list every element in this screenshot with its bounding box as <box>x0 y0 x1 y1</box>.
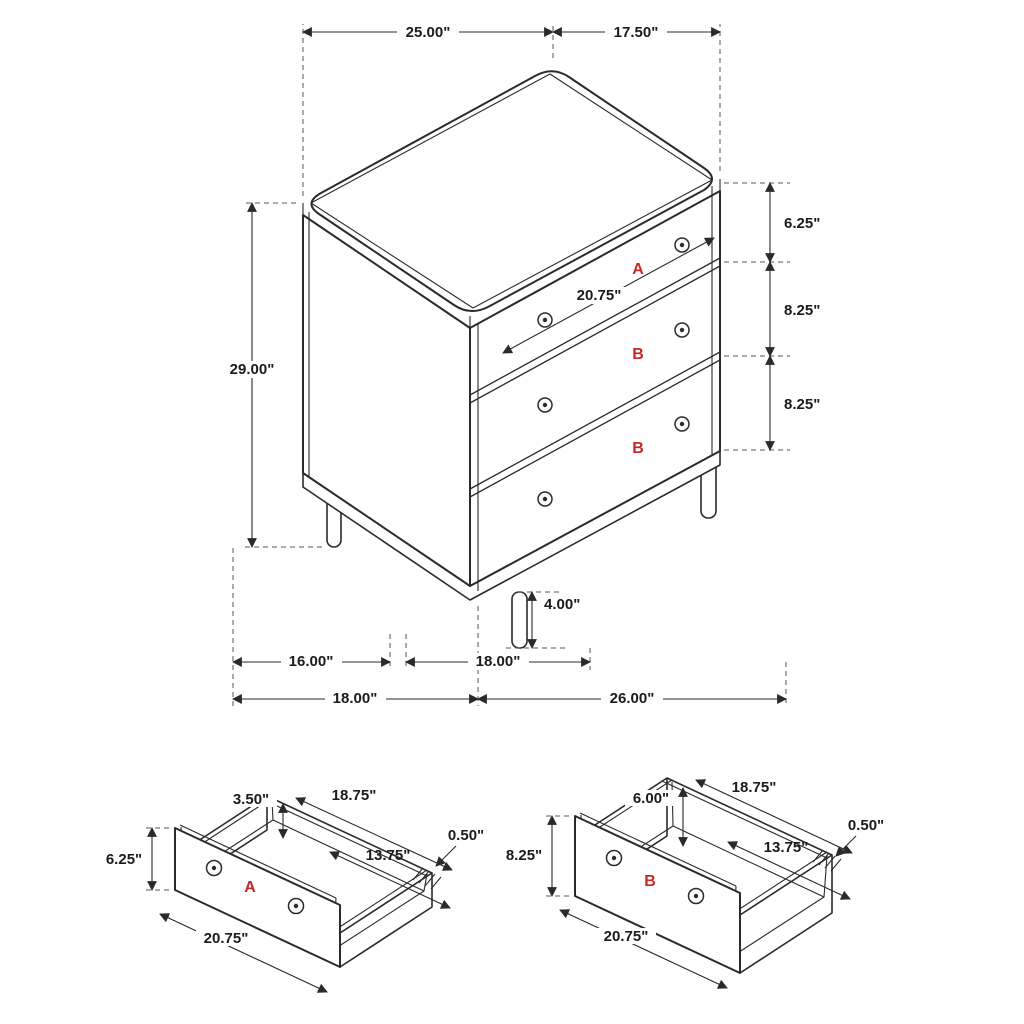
drawer-knob <box>537 491 553 507</box>
dim-label-bg <box>221 361 283 378</box>
dim-drawer-face-width: 20.75" <box>577 287 622 304</box>
dim-top-depth: 17.50" <box>614 24 659 41</box>
dim-label-bg <box>625 790 677 806</box>
drawer-b-detail-view: B 6.00" 18.75" 0.50" 13.75" 8.25" 20.75" <box>506 777 884 989</box>
dim-label-bg <box>596 928 656 944</box>
dim-leg-height: 4.00" <box>544 596 580 613</box>
dim-a-thickness-leader <box>435 845 457 867</box>
chest-front-leg <box>511 591 528 649</box>
dim-b-inner-depth-line <box>727 841 851 900</box>
dim-b-back-height: 6.00" <box>633 790 669 807</box>
dim-label-bg <box>325 690 386 707</box>
dim-drawer-b1-height: 8.25" <box>784 302 820 319</box>
dim-b-inner-depth: 13.75" <box>764 839 809 856</box>
drawer-knob <box>687 887 705 905</box>
dim-label-bg <box>225 791 277 807</box>
drawer-a-detail-view: A 3.50" 18.75" 0.50" 13.75" 6.25" 20.75" <box>106 787 484 993</box>
chest-top-surface <box>310 70 713 312</box>
drawer-knob <box>537 312 553 328</box>
dim-a-thickness: 0.50" <box>448 827 484 844</box>
drawer-a-front-panel <box>174 827 341 968</box>
dim-label-bg <box>601 690 663 707</box>
dim-a-outer-width-line <box>159 913 328 993</box>
dim-drawer-a-height: 6.25" <box>784 215 820 232</box>
dim-drawer-b2-height: 8.25" <box>784 396 820 413</box>
chest-main-view: A B B 25.00" 17.50" 6.25" 8.25" 8.25" 29… <box>221 24 820 707</box>
dim-b-outer-width: 20.75" <box>604 928 649 945</box>
dim-label-bg <box>468 653 529 670</box>
drawer-knob <box>537 397 553 413</box>
dim-base-front-span: 18.00" <box>476 653 521 670</box>
drawer-label-bottom: B <box>632 440 644 457</box>
dim-top-width: 25.00" <box>406 24 451 41</box>
drawer-a-right-side <box>339 872 433 968</box>
dim-b-thickness: 0.50" <box>848 817 884 834</box>
extension-lines-right <box>724 182 790 451</box>
extension-lines-leg <box>506 591 568 649</box>
dim-label-bg <box>605 24 667 41</box>
dim-label-bg <box>281 653 342 670</box>
drawer-label-top: A <box>632 261 644 278</box>
dim-base-side-span: 16.00" <box>289 653 334 670</box>
dim-label-bg <box>397 24 459 41</box>
chest-top-surface-inner-edge <box>310 73 713 309</box>
dim-a-outer-width: 20.75" <box>204 930 249 947</box>
drawer-knob <box>287 897 305 915</box>
drawer-b-label: B <box>644 873 656 890</box>
dim-b-inner-width-line <box>695 779 853 854</box>
drawer-label-middle: B <box>632 346 644 363</box>
chest-top-slab-edges <box>302 179 721 328</box>
extension-lines-b-front <box>546 815 572 897</box>
dim-overall-height: 29.00" <box>230 361 275 378</box>
dim-a-inner-depth-line <box>329 851 451 909</box>
drawer-a-label: A <box>244 879 256 896</box>
dim-b-thickness-leader <box>835 835 857 857</box>
dim-b-front-height: 8.25" <box>506 847 542 864</box>
extension-lines-a-front <box>146 827 172 891</box>
drawer-b-right-side <box>739 854 833 974</box>
drawer-knob <box>605 849 623 867</box>
dim-label-bg <box>196 930 256 946</box>
drawer-knob <box>674 322 690 338</box>
dim-a-inner-width: 18.75" <box>332 787 377 804</box>
dim-a-back-height: 3.50" <box>233 791 269 808</box>
dim-overall-width: 26.00" <box>610 690 655 707</box>
drawer-knob <box>674 237 690 253</box>
drawer-knob <box>205 859 223 877</box>
drawer-knob <box>674 416 690 432</box>
dim-label-bg <box>567 287 631 304</box>
dim-a-inner-depth: 13.75" <box>366 847 411 864</box>
dim-b-outer-width-line <box>559 909 728 989</box>
dim-a-front-height: 6.25" <box>106 851 142 868</box>
dim-overall-depth: 18.00" <box>333 690 378 707</box>
dim-b-inner-width: 18.75" <box>732 779 777 796</box>
